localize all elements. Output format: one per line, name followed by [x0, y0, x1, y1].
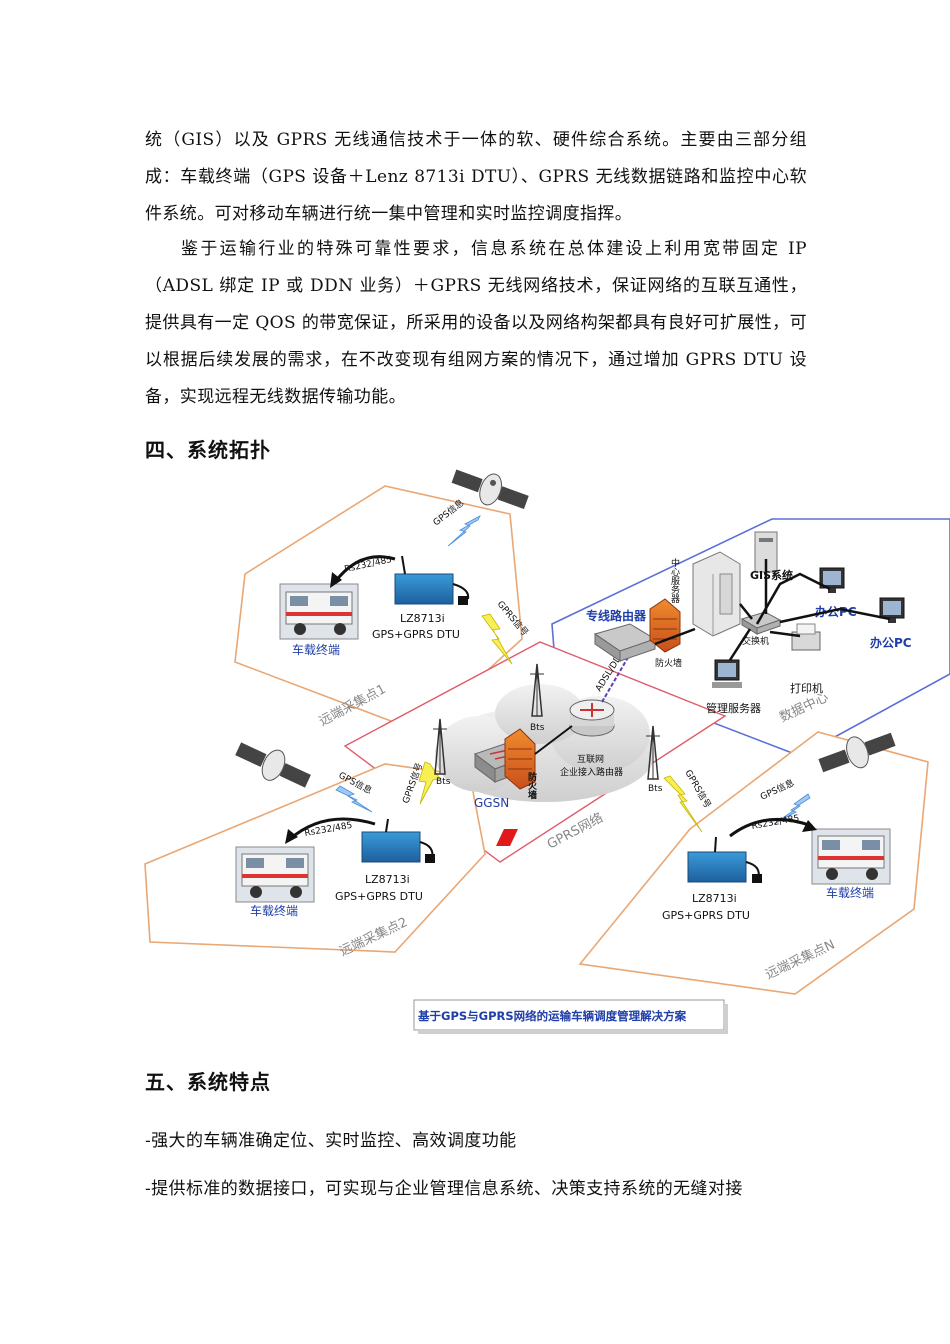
satellite-icon-top	[451, 469, 529, 510]
mgmt-server-label: 管理服务器	[706, 701, 761, 715]
heading-topology: 四、系统拓扑	[145, 438, 271, 462]
dtu-model-label-n: LZ8713i	[692, 892, 737, 905]
dtu-desc-label-n: GPS+GPRS DTU	[662, 909, 750, 922]
dtu-desc-label-1: GPS+GPRS DTU	[372, 628, 460, 641]
vehicle-label-2: 车载终端	[250, 903, 298, 918]
dtu-model-label-1: LZ8713i	[400, 612, 445, 625]
firewall-label-gprs: 防火墙	[526, 771, 537, 800]
satellite-icon-left	[235, 742, 311, 788]
gprs-signal-label-n: GPRS信号	[682, 768, 714, 811]
gprs-core-link	[534, 725, 573, 755]
internet-label: 互联网	[577, 754, 604, 765]
gprs-signal-bolt-1	[481, 613, 513, 665]
printer-label: 打印机	[790, 681, 823, 695]
gps-signal-bolt-2	[335, 785, 373, 813]
bts-label-3: Bts	[648, 784, 663, 794]
gprs-signal-bolt-n	[663, 775, 703, 833]
central-server-label: 中心服务器	[669, 557, 680, 603]
router-icon-gprs	[569, 699, 615, 737]
firewall-label-dc: 防火墙	[655, 657, 682, 669]
region-site-n: 远端采集点N	[578, 731, 929, 995]
red-flag-icon	[496, 829, 518, 846]
central-server-icon	[692, 551, 741, 637]
paragraph-intro: 统（GIS）以及 GPRS 无线通信技术于一体的软、硬件综合系统。主要由三部分组…	[145, 130, 807, 224]
gps-signal-bolt-1	[447, 515, 481, 547]
router-desc-label: 企业接入路由器	[560, 766, 623, 778]
adsl-link	[601, 653, 631, 703]
bts-label-1: Bts	[530, 723, 545, 733]
mgmt-server-icon	[712, 659, 742, 688]
gps-signal-bolt-n	[773, 793, 811, 825]
dtu-model-label-2: LZ8713i	[365, 873, 410, 886]
office-pc-label-1: 办公PC	[815, 604, 857, 619]
leased-router-label: 专线路由器	[586, 608, 647, 623]
rs232-arrow-2	[289, 817, 376, 841]
firewall-icon-gprs	[504, 728, 536, 790]
office-pc-icon-2	[879, 597, 905, 623]
vehicle-label-1: 车载终端	[292, 642, 340, 657]
vehicle-icon-2	[235, 846, 315, 903]
feature-item: -强大的车辆准确定位、实时监控、高效调度功能	[145, 1131, 517, 1151]
dtu-device-icon-n	[687, 836, 762, 883]
rs232-arrow-n	[729, 817, 813, 838]
bts-label-2: Bts	[436, 777, 451, 787]
gis-label: GIS系统	[750, 568, 793, 582]
vehicle-icon-1	[279, 583, 359, 640]
office-pc-label-2: 办公PC	[870, 635, 912, 650]
dtu-device-icon-2	[361, 818, 435, 863]
ggsn-label: GGSN	[474, 796, 509, 810]
dc-network-lines	[654, 559, 891, 661]
diagram-caption: 基于GPS与GPRS网络的运输车辆调度管理解决方案	[417, 1009, 687, 1023]
bts-tower-icon-3	[646, 725, 660, 780]
switch-label: 交换机	[742, 635, 769, 647]
vehicle-icon-n	[811, 828, 891, 885]
vehicle-label-n: 车载终端	[826, 885, 874, 900]
rs232-arrow-1	[333, 555, 396, 583]
feature-item: -提供标准的数据接口，可实现与企业管理信息系统、决策支持系统的无缝对接	[145, 1179, 743, 1199]
satellite-icon-right	[818, 732, 896, 773]
topology-diagram: 远端采集点1 数据中心 GPRS网络 远端采集点2 远端采集点N	[144, 469, 950, 1034]
heading-features: 五、系统特点	[145, 1070, 271, 1094]
bts-tower-icon-1	[530, 663, 544, 717]
switch-icon	[740, 611, 782, 635]
paragraph-network: 鉴于运输行业的特殊可靠性要求，信息系统在总体建设上利用宽带固定 IP（ADSL …	[145, 239, 807, 407]
dtu-device-icon-1	[394, 555, 470, 605]
diagram-caption-box: 基于GPS与GPRS网络的运输车辆调度管理解决方案	[413, 999, 728, 1034]
office-pc-icon-1	[819, 567, 845, 593]
dtu-desc-label-2: GPS+GPRS DTU	[335, 890, 423, 903]
bts-tower-icon-2	[433, 718, 447, 775]
gis-server-icon	[754, 531, 778, 573]
